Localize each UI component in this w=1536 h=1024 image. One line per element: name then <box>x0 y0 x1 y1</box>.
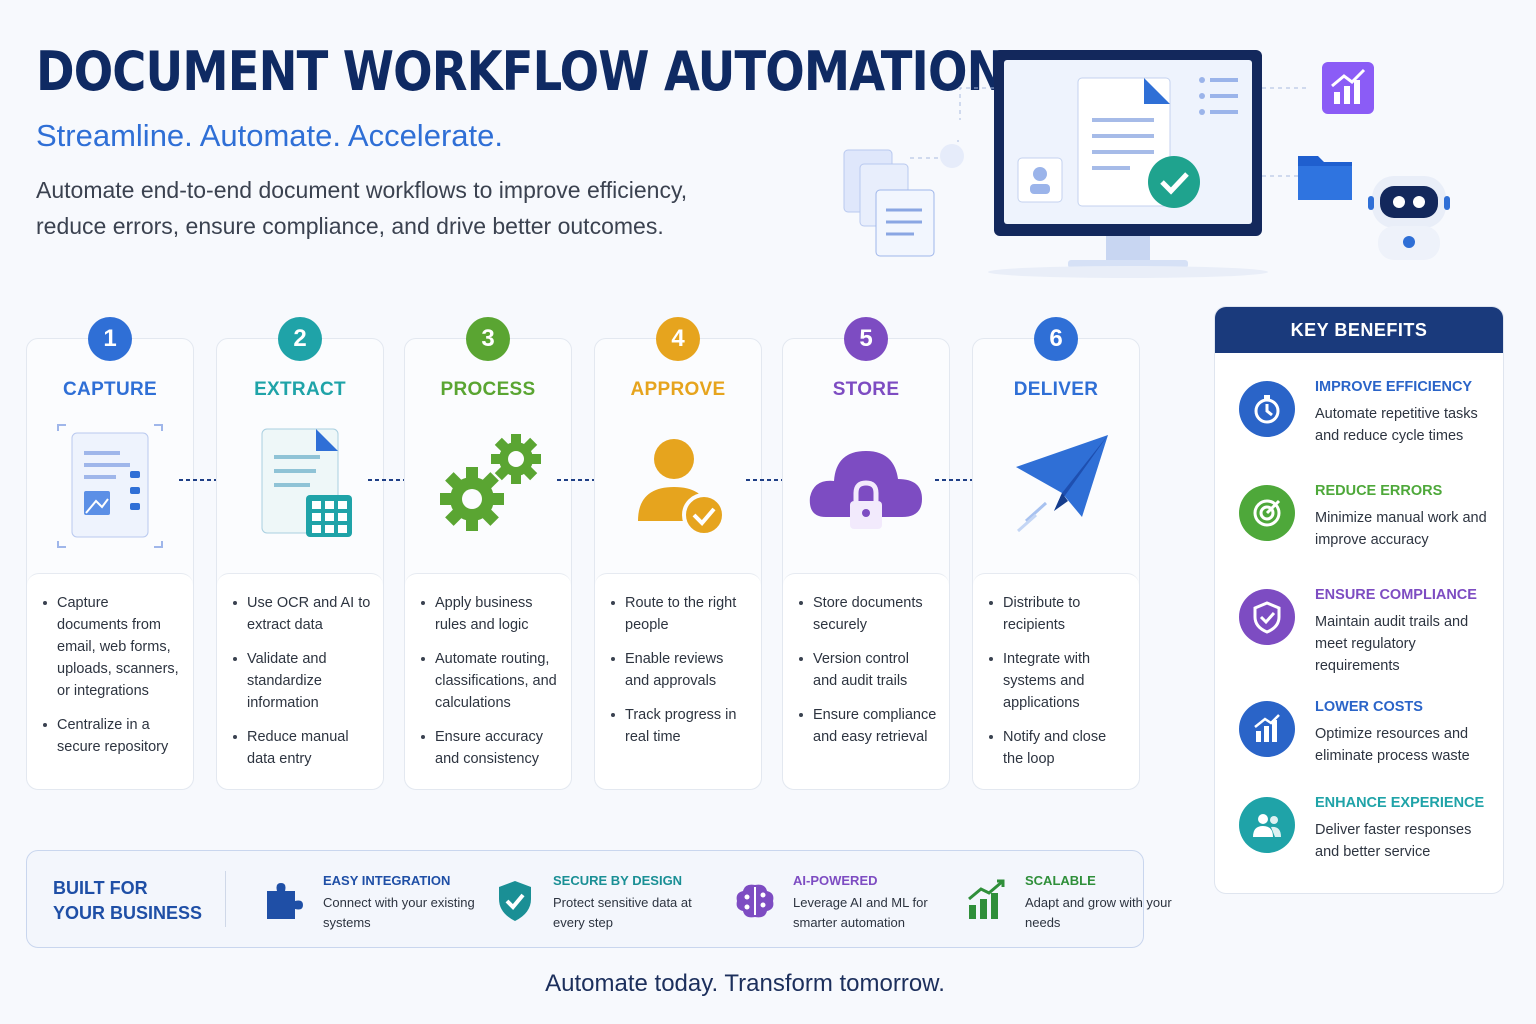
step-title: DELIVER <box>1013 379 1099 400</box>
feature-description: Leverage AI and ML for smarter automatio… <box>793 895 928 930</box>
benefit-title: REDUCE ERRORS <box>1315 483 1443 499</box>
step-bullet: Store documents securely <box>797 592 937 636</box>
intro-text: Automate end-to-end document workflows t… <box>36 172 796 244</box>
robot-icon <box>1368 176 1450 260</box>
key-benefits-panel: KEY BENEFITS IMPROVE EFFICIENCY Automate… <box>1214 306 1504 894</box>
step-number-badge: 5 <box>844 317 888 361</box>
check-icon <box>1148 156 1200 208</box>
feature-title: SECURE BY DESIGN <box>553 873 683 888</box>
step-number-badge: 6 <box>1034 317 1078 361</box>
step-number-badge: 1 <box>88 317 132 361</box>
step-card-process: 3 PROCESS Apply business rules and logic… <box>404 317 572 790</box>
cloud-icon <box>940 144 964 168</box>
stopwatch-icon <box>1239 381 1295 437</box>
step-bullet: Use OCR and AI to extract data <box>231 592 371 636</box>
key-benefits-header: KEY BENEFITS <box>1215 307 1503 353</box>
step-bullet: Enable reviews and approvals <box>609 648 749 692</box>
user-check-icon <box>638 439 726 537</box>
benefit-description: Automate repetitive tasks and reduce cyc… <box>1315 406 1478 444</box>
step-bullet: Distribute to recipients <box>987 592 1127 636</box>
step-bullet: Apply business rules and logic <box>419 592 559 636</box>
gears-icon <box>440 434 541 531</box>
bar-chart-icon <box>1239 701 1295 757</box>
step-bullet: Route to the right people <box>609 592 749 636</box>
document-stack-icon <box>843 149 935 257</box>
feature-title: AI-POWERED <box>793 873 878 888</box>
paper-plane-icon <box>1016 435 1108 533</box>
step-number-badge: 2 <box>278 317 322 361</box>
shield-check-icon <box>1239 589 1295 645</box>
benefit-description: Minimize manual work and improve accurac… <box>1315 510 1487 548</box>
benefit-title: ENHANCE EXPERIENCE <box>1315 795 1485 811</box>
shield-check-icon <box>499 881 531 921</box>
target-icon <box>1239 485 1295 541</box>
step-bullet: Ensure accuracy and consistency <box>419 726 559 770</box>
benefit-description: Maintain audit trails and meet regulator… <box>1315 614 1469 674</box>
step-title: CAPTURE <box>63 379 157 400</box>
step-bullet: Ensure compliance and easy retrieval <box>797 704 937 748</box>
built-for-title-line-1: BUILT FOR <box>53 878 148 898</box>
step-bullet: Reduce manual data entry <box>231 726 371 770</box>
step-title: STORE <box>832 379 900 400</box>
brain-icon <box>736 884 774 918</box>
step-bullet: Notify and close the loop <box>987 726 1127 770</box>
feature-description: Protect sensitive data at every step <box>553 895 692 930</box>
step-bullet: Integrate with systems and applications <box>987 648 1127 714</box>
intro-line-1: Automate end-to-end document workflows t… <box>36 177 688 203</box>
feature-title: SCALABLE <box>1025 873 1096 888</box>
step-title: EXTRACT <box>254 379 346 400</box>
benefit-title: IMPROVE EFFICIENCY <box>1315 379 1473 395</box>
footer-tagline: Automate today. Transform tomorrow. <box>545 970 945 997</box>
document-table-icon <box>261 428 352 537</box>
growth-chart-icon <box>968 879 1005 919</box>
intro-line-2: reduce errors, ensure compliance, and dr… <box>36 213 664 239</box>
cloud-lock-icon <box>809 451 922 529</box>
step-title: PROCESS <box>440 379 536 400</box>
benefit-description: Optimize resources and eliminate process… <box>1315 726 1470 764</box>
step-bullet: Track progress in real time <box>609 704 749 748</box>
step-bullet: Capture documents from email, web forms,… <box>41 592 181 702</box>
step-bullet: Version control and audit trails <box>797 648 937 692</box>
step-bullet: Validate and standardize information <box>231 648 371 714</box>
puzzle-icon <box>267 883 303 919</box>
built-for-title-line-2: YOUR BUSINESS <box>53 903 203 923</box>
step-title: APPROVE <box>630 379 726 400</box>
benefit-title: ENSURE COMPLIANCE <box>1315 587 1477 603</box>
document-scan-icon <box>57 424 163 548</box>
step-description: Capture documents from email, web forms,… <box>27 573 193 789</box>
monitor-illustration <box>843 50 1310 278</box>
feature-description: Connect with your existing systems <box>323 895 475 930</box>
benefit-title: LOWER COSTS <box>1315 699 1423 715</box>
built-for-business-panel: BUILT FOR YOUR BUSINESS EASY INTEGRATION… <box>26 850 1172 948</box>
page-subtitle: Streamline. Automate. Accelerate. <box>36 118 503 153</box>
step-bullet: Centralize in a secure repository <box>41 714 181 758</box>
step-number-badge: 4 <box>656 317 700 361</box>
feature-description: Adapt and grow with your needs <box>1025 895 1172 930</box>
list-icon <box>1199 77 1238 115</box>
built-for-title: BUILT FOR YOUR BUSINESS <box>53 876 202 926</box>
page-title: DOCUMENT WORKFLOW AUTOMATION <box>36 40 1005 103</box>
folder-icon <box>1298 156 1352 200</box>
step-bullet: Automate routing, classifications, and c… <box>419 648 559 714</box>
benefit-description: Deliver faster responses and better serv… <box>1315 822 1472 860</box>
step-card-capture: 1 CAPTURE Capture documents from email, … <box>26 317 194 790</box>
step-number-badge: 3 <box>466 317 510 361</box>
divider <box>225 871 226 927</box>
users-icon <box>1239 797 1295 853</box>
feature-title: EASY INTEGRATION <box>323 873 451 888</box>
step-card-extract: 2 EXTRACT Use OCR and AI to extract data… <box>216 317 384 790</box>
analytics-icon <box>1322 62 1374 114</box>
